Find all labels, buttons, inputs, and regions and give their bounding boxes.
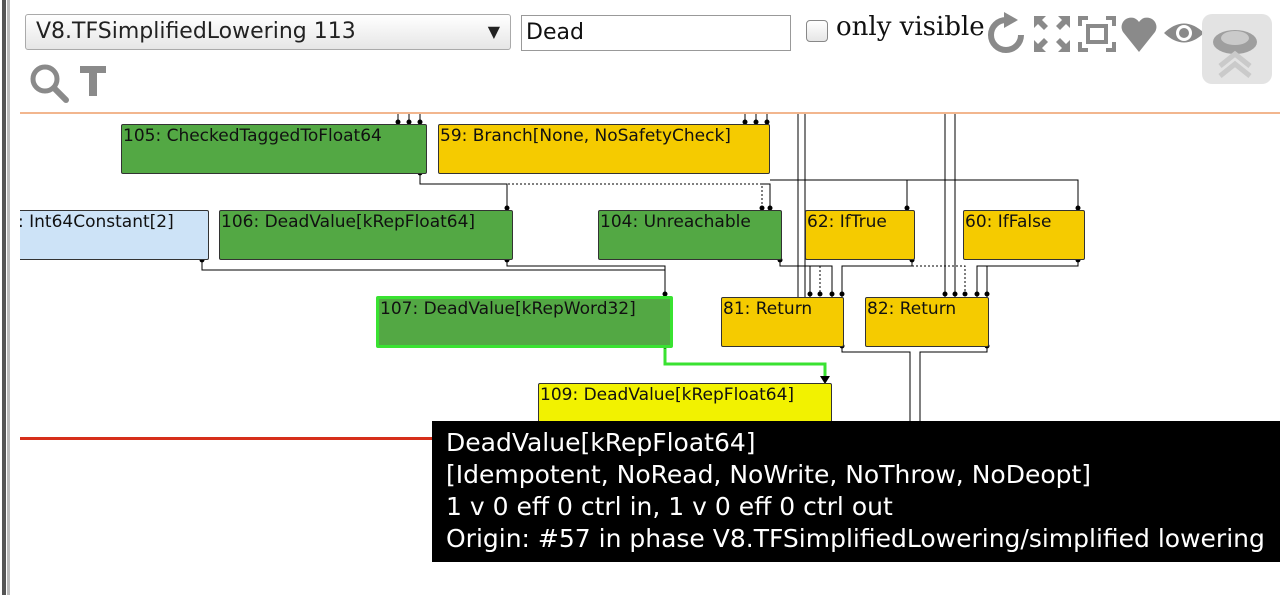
fit-icon[interactable]	[1076, 14, 1118, 54]
tooltip-properties: [Idempotent, NoRead, NoWrite, NoThrow, N…	[446, 460, 1092, 489]
graph-node[interactable]: 59: Branch[None, NoSafetyCheck]	[438, 124, 770, 174]
graph-node[interactable]: 82: Return	[865, 297, 989, 347]
expand-icon[interactable]	[1032, 14, 1072, 54]
refresh-icon[interactable]	[984, 12, 1028, 58]
search-icon[interactable]	[28, 62, 70, 104]
graph-node[interactable]: 106: DeadValue[kRepFloat64]	[219, 210, 513, 260]
pane-resizer[interactable]	[2, 0, 6, 595]
left-pane-border[interactable]	[0, 0, 20, 595]
graph-node-selected[interactable]: 107: DeadValue[kRepWord32]	[376, 296, 673, 348]
graph-node[interactable]: 81: Return	[721, 297, 844, 347]
pane-resizer-edge	[7, 0, 10, 595]
graph-divider-line	[20, 437, 440, 440]
tooltip-origin: Origin: #57 in phase V8.TFSimplifiedLowe…	[446, 524, 1265, 553]
graph-node[interactable]: 105: CheckedTaggedToFloat64	[121, 124, 427, 174]
only-visible-checkbox[interactable]	[806, 20, 828, 42]
heart-icon[interactable]	[1120, 14, 1158, 54]
layout-toggle-icon	[1213, 30, 1257, 78]
node-tooltip: DeadValue[kRepFloat64] [Idempotent, NoRe…	[432, 421, 1280, 562]
phase-select[interactable]: V8.TFSimplifiedLowering 113 ▼	[25, 14, 511, 50]
search-input[interactable]: Dead	[521, 15, 791, 51]
graph-canvas[interactable]: 105: CheckedTaggedToFloat64 59: Branch[N…	[20, 114, 1280, 595]
graph-node[interactable]: : Int64Constant[2]	[20, 210, 209, 260]
graph-node[interactable]: 60: IfFalse	[963, 210, 1085, 260]
eye-icon[interactable]	[1162, 18, 1206, 48]
tooltip-title: DeadValue[kRepFloat64]	[446, 428, 756, 457]
graph-edges	[199, 114, 1081, 424]
phase-select-value: V8.TFSimplifiedLowering 113	[36, 19, 356, 44]
only-visible-label: only visible	[836, 12, 985, 42]
dropdown-arrow-icon: ▼	[487, 22, 500, 41]
types-icon[interactable]	[78, 64, 108, 100]
graph-node[interactable]: 62: IfTrue	[805, 210, 915, 260]
toolbar-divider	[20, 112, 1280, 114]
tooltip-io-counts: 1 v 0 eff 0 ctrl in, 1 v 0 eff 0 ctrl ou…	[446, 492, 893, 521]
layout-toggle-button[interactable]	[1202, 14, 1272, 84]
graph-node[interactable]: 104: Unreachable	[598, 210, 782, 260]
